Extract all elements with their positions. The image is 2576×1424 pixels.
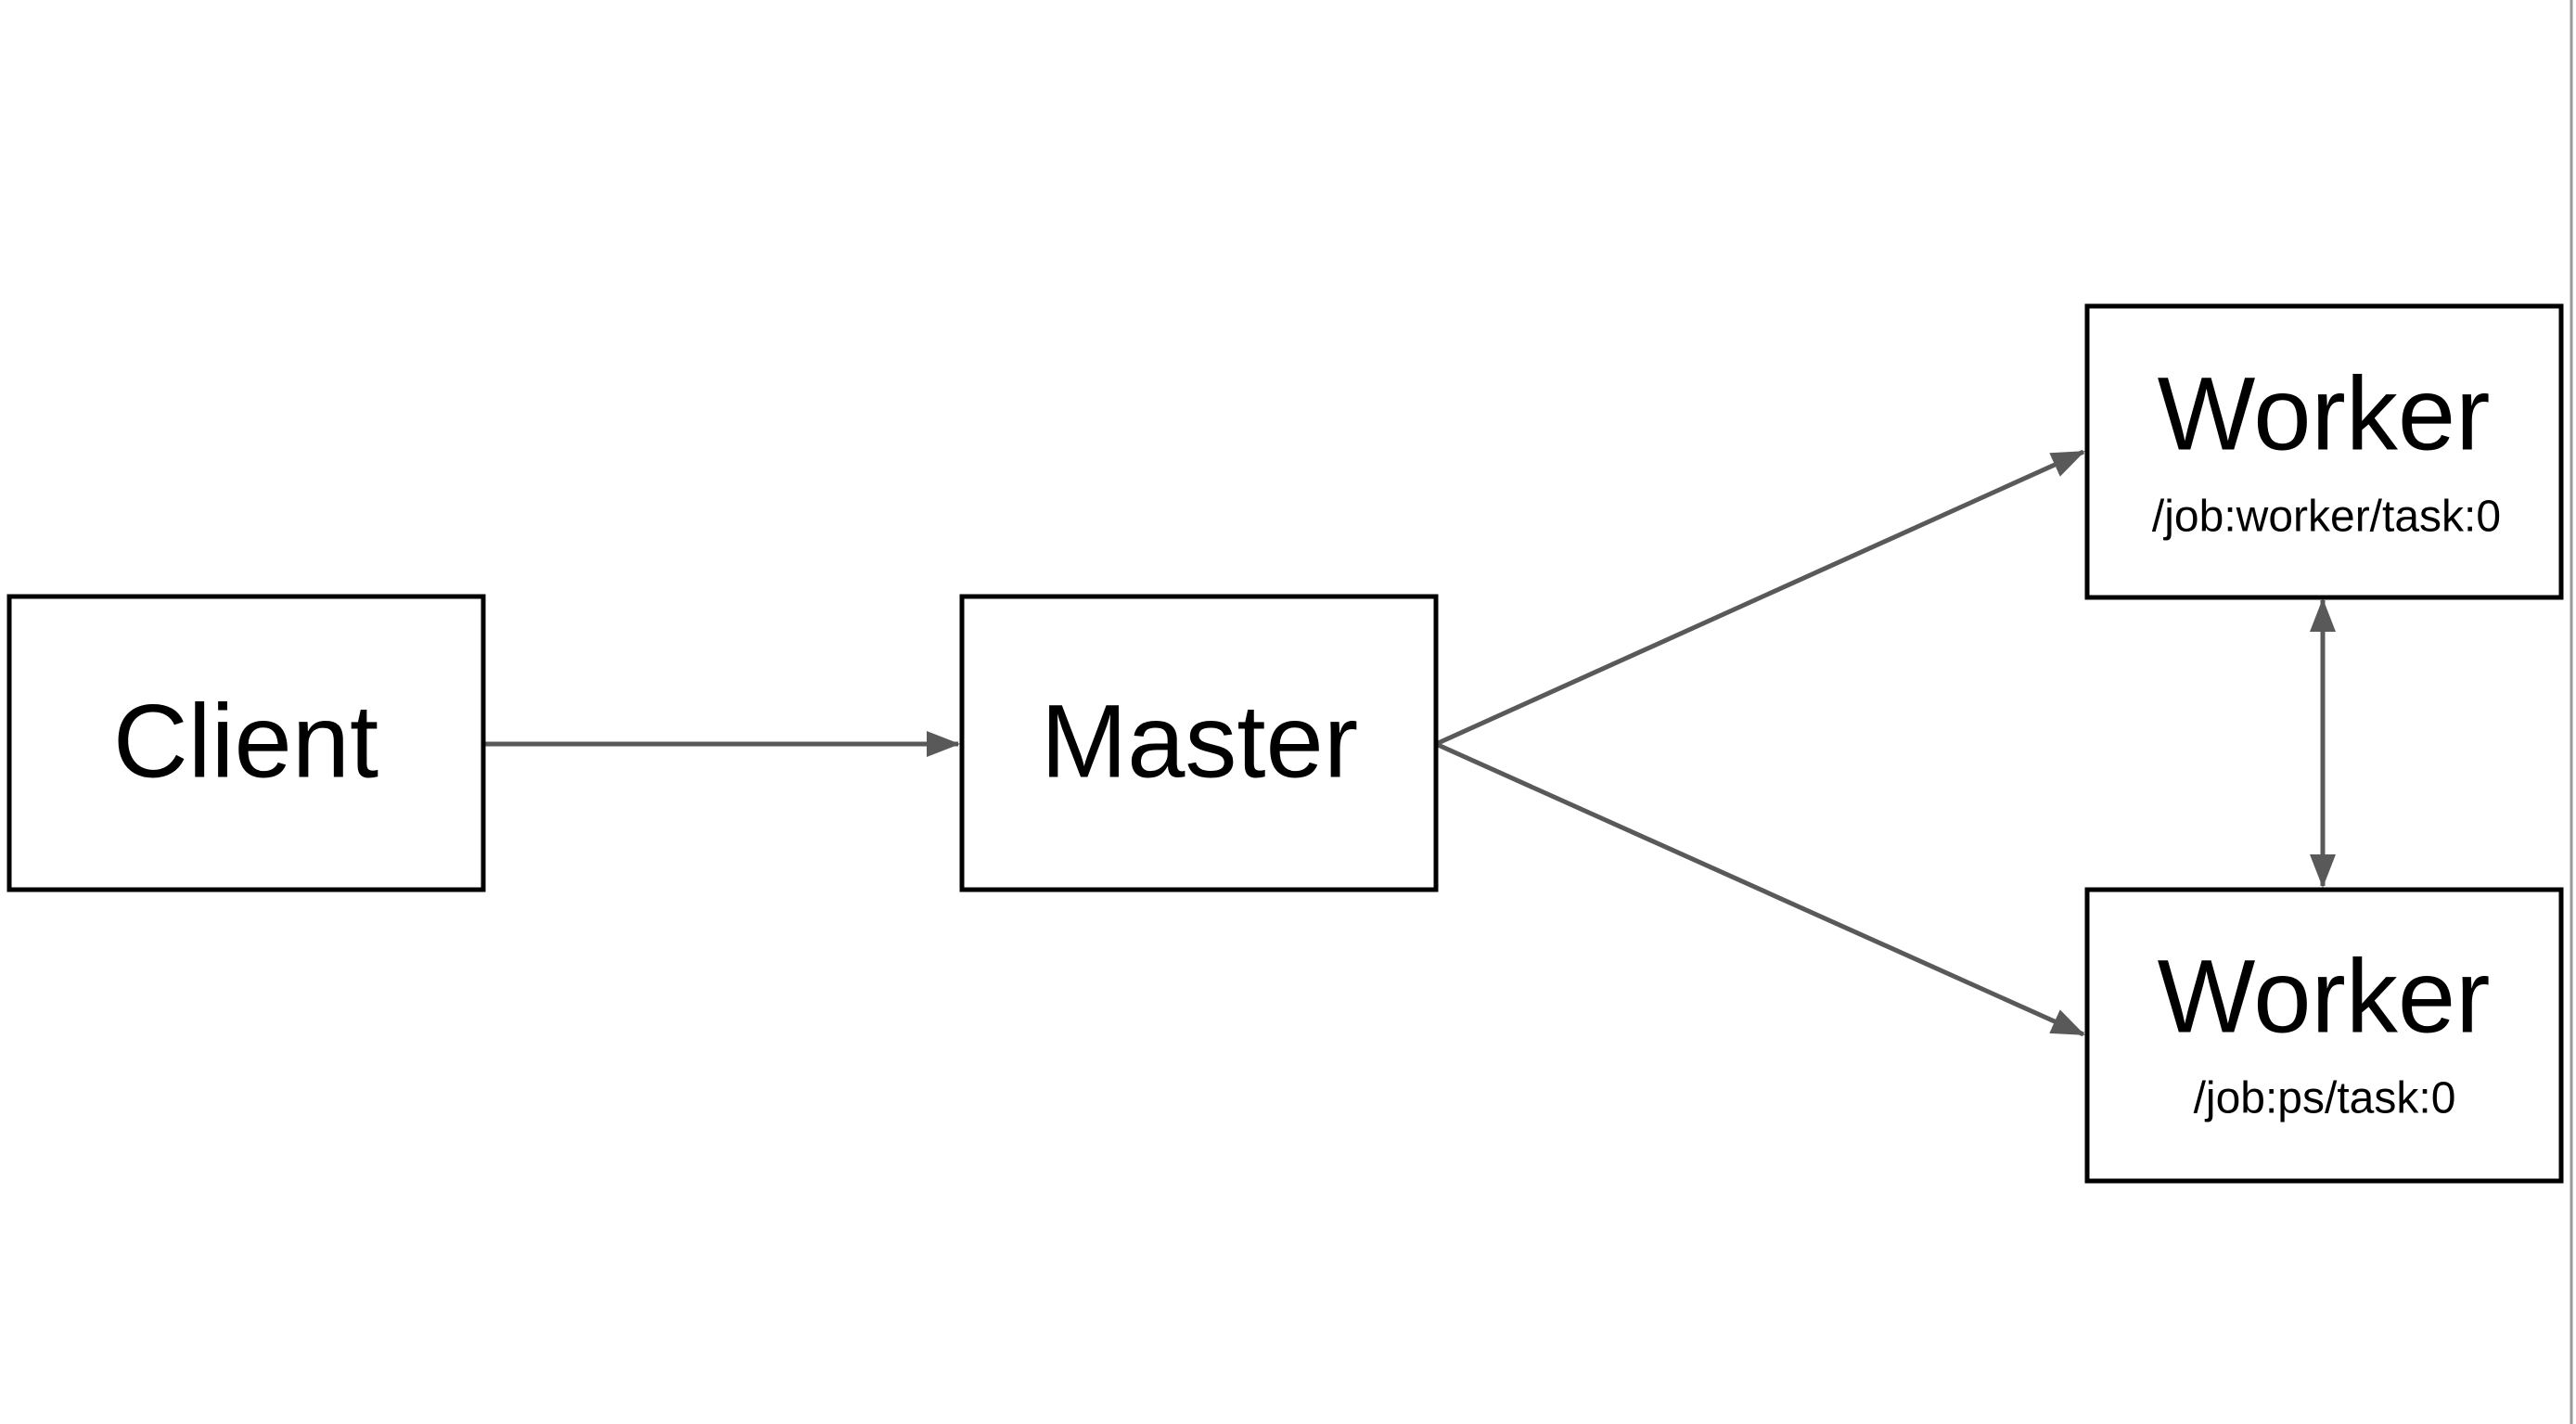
client-title: Client	[113, 684, 378, 800]
worker-task-node: Worker /job:worker/task:0	[2084, 303, 2564, 600]
edge-master-to-worker-ps	[1434, 741, 2085, 1037]
master-box	[959, 594, 1439, 892]
client-box	[6, 594, 486, 892]
edge-master-to-worker-task	[1434, 449, 2085, 747]
worker-task-box	[2084, 303, 2564, 600]
master-title: Master	[1041, 684, 1358, 800]
client-node: Client	[6, 594, 486, 892]
worker-ps-box	[2084, 887, 2564, 1184]
worker-task-subtitle: /job:worker/task:0	[2152, 493, 2501, 542]
master-node: Master	[959, 594, 1439, 892]
worker-ps-node: Worker /job:ps/task:0	[2084, 887, 2564, 1184]
worker-ps-title: Worker	[2158, 939, 2491, 1055]
worker-ps-subtitle: /job:ps/task:0	[2194, 1074, 2456, 1123]
worker-task-title: Worker	[2158, 356, 2491, 472]
